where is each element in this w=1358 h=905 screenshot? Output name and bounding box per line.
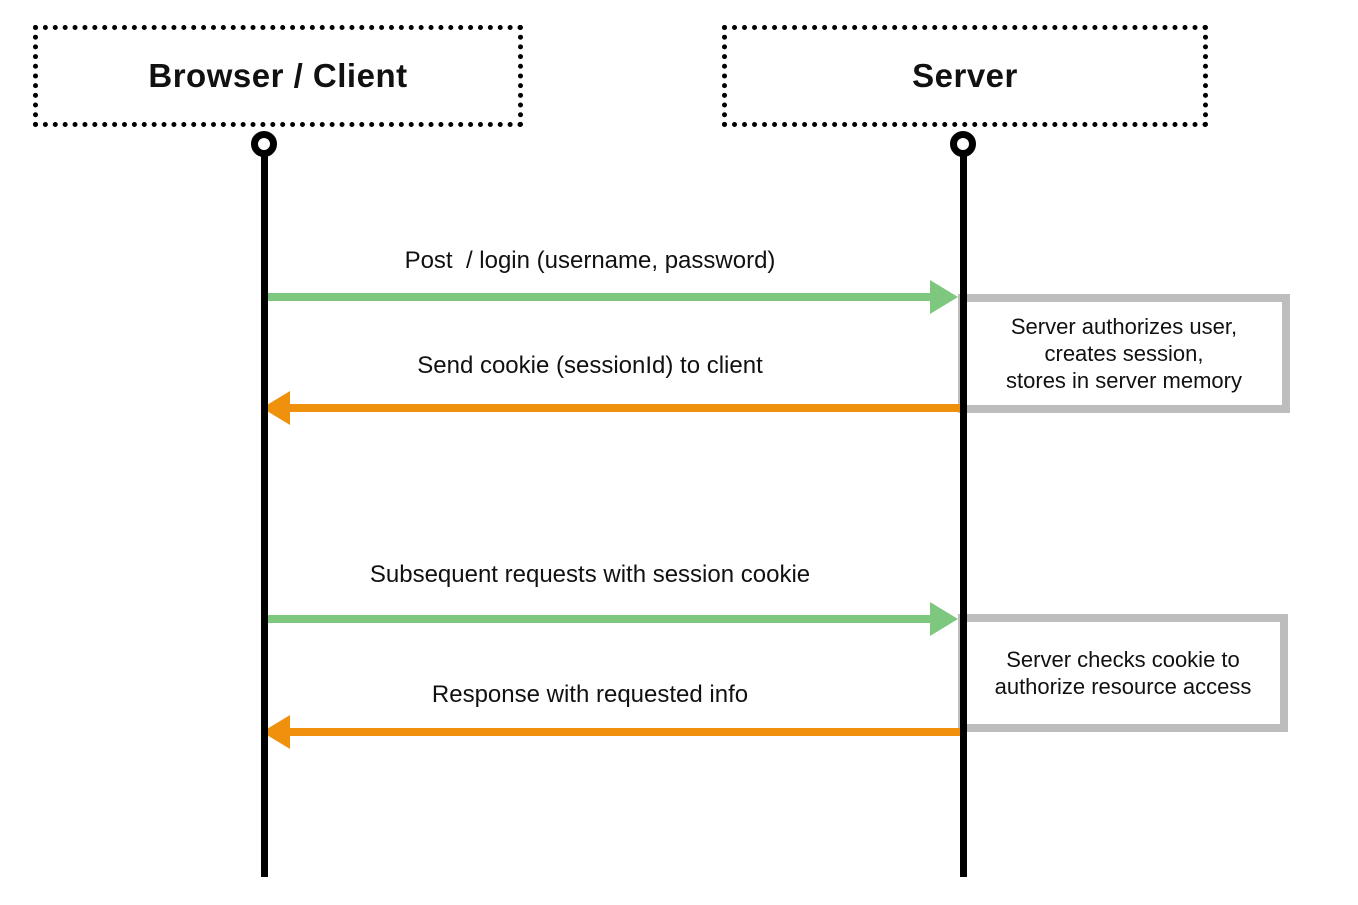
actor-box-browser-client: Browser / Client [33, 25, 523, 127]
note-text: Server authorizes user, creates session,… [1006, 314, 1242, 393]
lifeline-endpoint-browser [251, 131, 277, 157]
arrow-shaft [264, 615, 932, 623]
message-label: Subsequent requests with session cookie [369, 561, 811, 588]
arrow-head-right-icon [930, 280, 958, 314]
note-server-authorizes: Server authorizes user, creates session,… [958, 294, 1290, 413]
lifeline-endpoint-server [950, 131, 976, 157]
arrow-head-right-icon [930, 602, 958, 636]
arrow-shaft [290, 404, 963, 412]
actor-box-server: Server [722, 25, 1208, 127]
actor-label-browser-client: Browser / Client [148, 57, 408, 94]
message-label: Post / login (username, password) [404, 247, 776, 274]
arrow-shaft [264, 293, 932, 301]
message-label: Response with requested info [431, 681, 749, 708]
arrow-shaft [290, 728, 963, 736]
message-label: Send cookie (sessionId) to client [417, 352, 763, 379]
note-server-checks-cookie: Server checks cookie to authorize resour… [958, 614, 1288, 732]
note-text: Server checks cookie to authorize resour… [994, 647, 1252, 699]
lifeline-server [960, 155, 967, 877]
actor-label-server: Server [912, 57, 1018, 94]
lifeline-browser [261, 155, 268, 877]
